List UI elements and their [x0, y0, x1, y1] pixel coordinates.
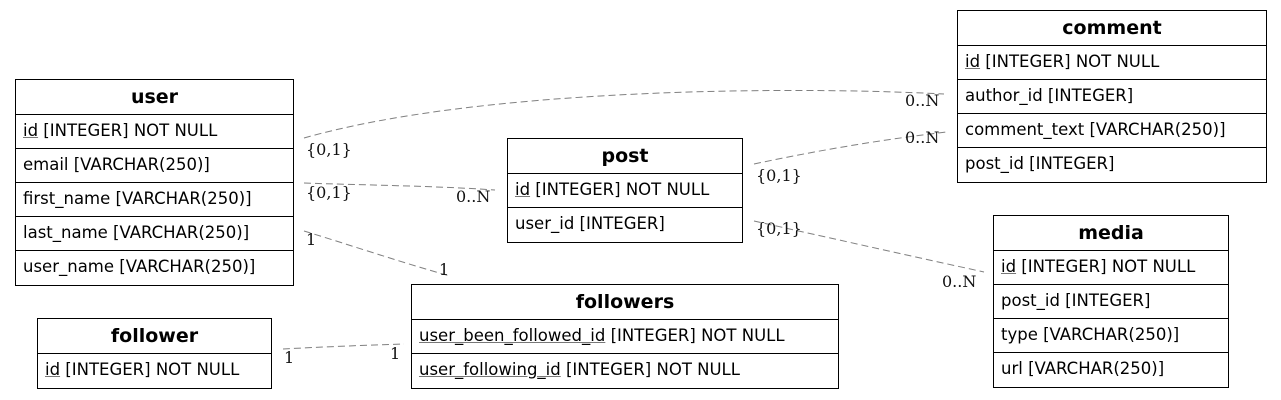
table-followers-title: followers — [412, 285, 838, 320]
table-media[interactable]: media id [INTEGER] NOT NULL post_id [INT… — [993, 215, 1229, 388]
field-media-id[interactable]: id [INTEGER] NOT NULL — [994, 251, 1228, 285]
field-follower-id[interactable]: id [INTEGER] NOT NULL — [45, 360, 240, 379]
edge-user-followers-to-label: 1 — [439, 260, 449, 279]
field-media-url[interactable]: url [VARCHAR(250)] — [1001, 359, 1165, 378]
field-comment-post-id[interactable]: post_id [INTEGER] — [965, 154, 1115, 173]
table-post-title: post — [508, 139, 742, 174]
edge-post-comment — [753, 131, 947, 165]
edge-user-post — [303, 182, 496, 191]
field-media-post-id[interactable]: post_id [INTEGER] — [994, 285, 1228, 319]
edge-user-post-to-label: 0..N — [456, 187, 490, 206]
field-user-last-name[interactable]: last_name [VARCHAR(250)] — [16, 217, 293, 251]
field-user-first-name[interactable]: first_name [VARCHAR(250)] — [16, 183, 293, 217]
table-follower[interactable]: follower id [INTEGER] NOT NULL — [37, 318, 272, 389]
table-user-title: user — [16, 80, 293, 115]
edge-user-followers — [303, 230, 451, 277]
field-followers-user-been-followed-id[interactable]: user_been_followed_id [INTEGER] NOT NULL — [412, 320, 838, 354]
field-comment-comment-text[interactable]: comment_text [VARCHAR(250)] — [958, 114, 1266, 148]
field-user-email[interactable]: email [VARCHAR(250)] — [16, 149, 293, 183]
edge-follower-followers-to-label: 1 — [390, 344, 400, 363]
edge-user-comment — [303, 89, 945, 139]
field-followers-user-following-id[interactable]: user_following_id [INTEGER] NOT NULL — [419, 360, 740, 379]
field-media-type[interactable]: type [VARCHAR(250)] — [994, 319, 1228, 353]
field-user-user-name[interactable]: user_name [VARCHAR(250)] — [23, 257, 256, 276]
edge-post-media-to-label: 0..N — [942, 272, 976, 291]
field-post-user-id[interactable]: user_id [INTEGER] — [515, 214, 665, 233]
table-user[interactable]: user id [INTEGER] NOT NULL email [VARCHA… — [15, 79, 294, 286]
field-comment-author-id[interactable]: author_id [INTEGER] — [958, 80, 1266, 114]
table-follower-title: follower — [38, 319, 271, 354]
edge-post-comment-from-label: {0,1} — [756, 166, 802, 185]
edge-post-media — [753, 220, 985, 273]
edge-user-comment-to-label: 0..N — [905, 91, 939, 110]
edge-follower-followers-from-label: 1 — [284, 348, 294, 367]
edge-user-post-from-label: {0,1} — [306, 183, 352, 202]
table-media-title: media — [994, 216, 1228, 251]
table-comment[interactable]: comment id [INTEGER] NOT NULL author_id … — [957, 10, 1267, 183]
edge-user-comment-from-label: {0,1} — [306, 140, 352, 159]
edge-user-followers-from-label: 1 — [306, 230, 316, 249]
table-followers[interactable]: followers user_been_followed_id [INTEGER… — [411, 284, 839, 389]
edge-follower-followers — [282, 343, 405, 350]
table-comment-title: comment — [958, 11, 1266, 46]
field-user-id[interactable]: id [INTEGER] NOT NULL — [16, 115, 293, 149]
table-post[interactable]: post id [INTEGER] NOT NULL user_id [INTE… — [507, 138, 743, 243]
edge-post-comment-to-label: 0..N — [905, 128, 939, 147]
field-comment-id[interactable]: id [INTEGER] NOT NULL — [958, 46, 1266, 80]
edge-post-media-from-label: {0,1} — [756, 219, 802, 238]
field-post-id[interactable]: id [INTEGER] NOT NULL — [508, 174, 742, 208]
